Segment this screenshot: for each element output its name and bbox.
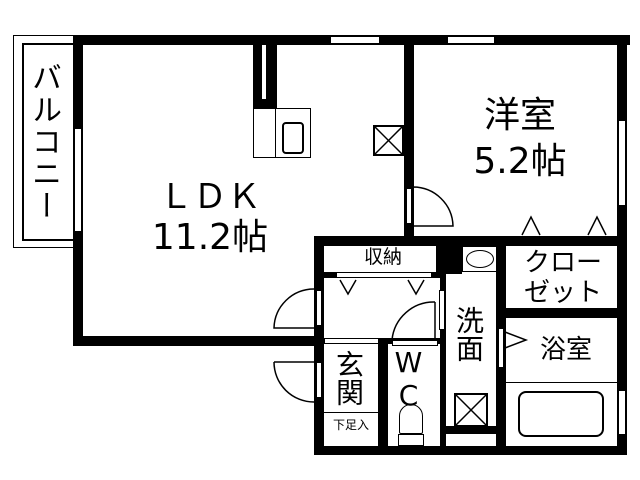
closet-label-line2: ゼット [523, 278, 602, 308]
bathroom-label: 浴室 [539, 335, 592, 365]
window-balcony [74, 128, 82, 232]
shoe-box-label: 下足入 [332, 418, 369, 432]
wall-wash-bottom [446, 426, 498, 434]
wall-core-bottom [314, 446, 627, 455]
storage-door-icon [339, 279, 425, 296]
wc-label: WC [392, 346, 425, 412]
door-jamb-bath [498, 328, 504, 368]
western-room-size: 5.2帖 [473, 141, 567, 182]
wall-storage-right [436, 236, 446, 278]
ldk-size: 11.2帖 [151, 217, 269, 258]
wall-wash-left [440, 278, 446, 454]
door-jamb-western [406, 188, 412, 224]
storage-door-rail [336, 272, 432, 278]
entrance-rail [324, 338, 382, 344]
window-top-1 [330, 36, 380, 44]
ldk-label: ＬＤＫ [159, 177, 261, 217]
wall-mid-horizontal [314, 236, 627, 246]
shoe-box-outline [324, 412, 378, 413]
door-jamb-hall-1 [316, 290, 322, 326]
wall-core-left [314, 236, 324, 454]
window-western-right [618, 120, 626, 206]
door-jamb-hall-2 [316, 362, 322, 398]
bathroom-divider [506, 382, 617, 383]
balcony-label: バルコニー [26, 62, 61, 222]
wash-basin-icon [466, 250, 494, 268]
kitchen-divider [275, 108, 276, 158]
door-hall-icon [273, 288, 315, 329]
kitchen-slot [262, 45, 266, 99]
western-room-label: 洋室 [483, 95, 556, 136]
closet-door-icon [521, 215, 607, 236]
wall-ldk-bottom [73, 336, 323, 346]
door-jamb-wash [439, 290, 445, 330]
wall-entrance-wc [378, 338, 388, 454]
door-wc-icon [391, 301, 436, 341]
wall-ldk-western [404, 35, 414, 240]
toilet-icon [399, 404, 423, 434]
kitchen-counter [253, 108, 311, 158]
toilet-tank [398, 434, 424, 446]
entrance-label: 玄関 [332, 350, 365, 406]
wall-sink-left [446, 246, 462, 274]
window-bathroom [618, 390, 626, 435]
washroom-label: 洗面 [452, 306, 485, 362]
washroom-vent-icon [454, 393, 488, 427]
closet-label-line1: クロー [523, 248, 602, 278]
door-entrance-icon [273, 361, 315, 403]
storage-label: 収納 [363, 246, 402, 268]
vent-icon [373, 125, 404, 156]
kitchen-sink-icon [282, 122, 304, 154]
bathtub-icon [518, 391, 604, 437]
window-top-2 [447, 36, 495, 44]
door-western-icon [412, 186, 454, 227]
balcony-inner [22, 43, 75, 241]
wall-closet-bottom [506, 308, 617, 318]
bath-door-icon [504, 331, 529, 349]
